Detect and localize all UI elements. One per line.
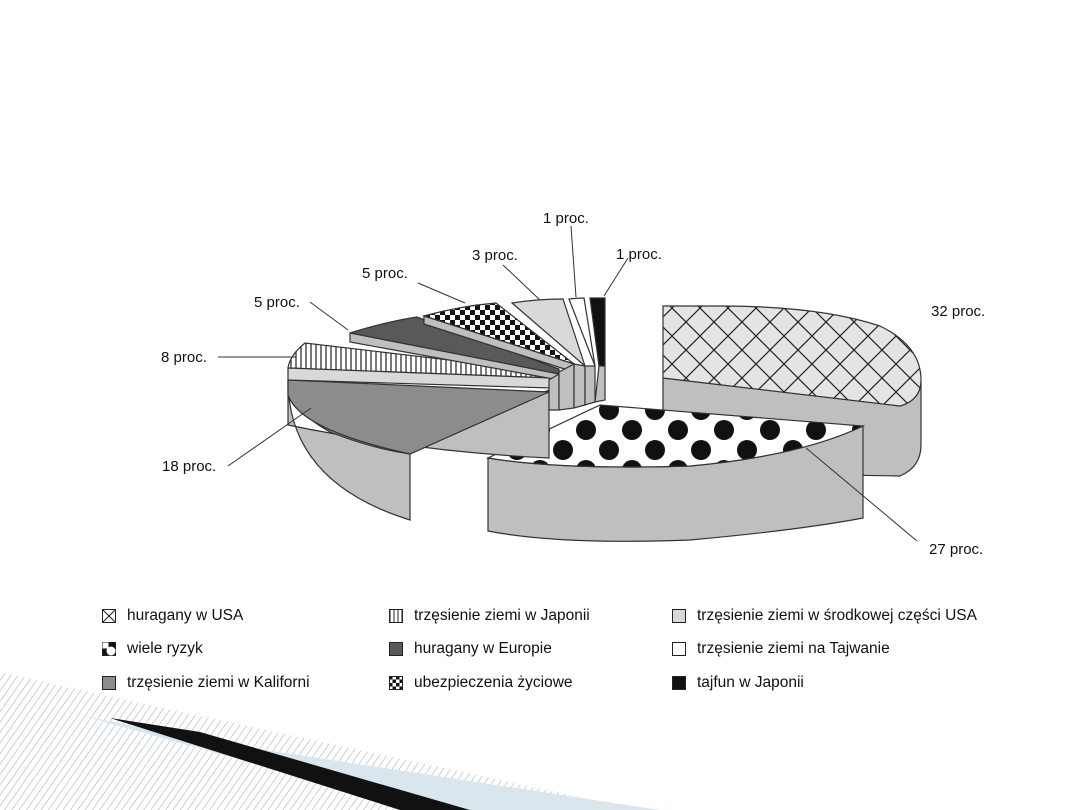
legend-item-ubezpieczenia-zyciowe: ubezpieczenia życiowe <box>389 674 573 692</box>
legend-label: trzęsienie ziemi na Tajwanie <box>697 640 890 657</box>
leader-lines <box>218 225 918 542</box>
legend-item-huragany-w-europie: huragany w Europie <box>389 640 552 658</box>
decor-black-wedge <box>110 718 470 810</box>
slice-trzesienie-ziemi-w-kaliforni <box>287 379 550 521</box>
legend-label: tajfun w Japonii <box>697 674 804 691</box>
legend-label: trzęsienie ziemi w Japonii <box>414 607 590 624</box>
data-label-1-taiwan: 1 proc. <box>543 210 589 227</box>
data-label-18: 18 proc. <box>162 458 216 475</box>
medium-gray-square-icon <box>102 676 116 690</box>
data-label-3: 3 proc. <box>472 247 518 264</box>
legend-label: trzęsienie ziemi w Kaliforni <box>127 674 310 691</box>
slice-ubezpieczenia-zyciowe <box>421 302 575 411</box>
slice-trzesienie-ziemi-na-tajwanie <box>568 297 596 406</box>
legend-item-trzesienie-japonii: trzęsienie ziemi w Japonii <box>389 607 590 625</box>
legend: huragany w USA trzęsienie ziemi w Japoni… <box>102 603 1042 703</box>
dark-gray-square-icon <box>389 642 403 656</box>
decor-hatched-band <box>0 672 640 810</box>
slice-tajfun-w-japonii <box>589 297 606 403</box>
slice-wiele-ryzyk <box>486 404 866 542</box>
crosshatch-square-icon <box>102 609 116 623</box>
data-label-1-typhoon: 1 proc. <box>616 246 662 263</box>
legend-label: ubezpieczenia życiowe <box>414 674 573 691</box>
data-label-32: 32 proc. <box>931 303 985 320</box>
legend-label: wiele ryzyk <box>127 640 203 657</box>
legend-item-trzesienie-kaliforni: trzęsienie ziemi w Kaliforni <box>102 674 310 692</box>
legend-item-trzesienie-tajwan: trzęsienie ziemi na Tajwanie <box>672 640 890 658</box>
legend-item-wiele-ryzyk: wiele ryzyk <box>102 640 203 658</box>
black-square-icon <box>672 676 686 690</box>
light-gray-square-icon <box>672 609 686 623</box>
legend-label: huragany w Europie <box>414 640 552 657</box>
checkerboard-square-icon <box>389 676 403 690</box>
data-label-5-europe: 5 proc. <box>254 294 300 311</box>
legend-item-trzesienie-srodkowej-usa: trzęsienie ziemi w środkowej części USA <box>672 607 977 625</box>
slice-trzesienie-ziemi-srodkowej-usa <box>510 298 587 409</box>
data-label-27: 27 proc. <box>929 541 983 558</box>
white-square-icon <box>672 642 686 656</box>
legend-label: huragany w USA <box>127 607 244 624</box>
dots-square-icon <box>102 642 116 656</box>
legend-label: trzęsienie ziemi w środkowej części USA <box>697 607 977 624</box>
legend-item-tajfun-w-japonii: tajfun w Japonii <box>672 674 804 692</box>
data-label-8: 8 proc. <box>161 349 207 366</box>
data-label-5-life: 5 proc. <box>362 265 408 282</box>
legend-item-huragany-w-usa: huragany w USA <box>102 607 243 625</box>
vertical-lines-square-icon <box>389 609 403 623</box>
